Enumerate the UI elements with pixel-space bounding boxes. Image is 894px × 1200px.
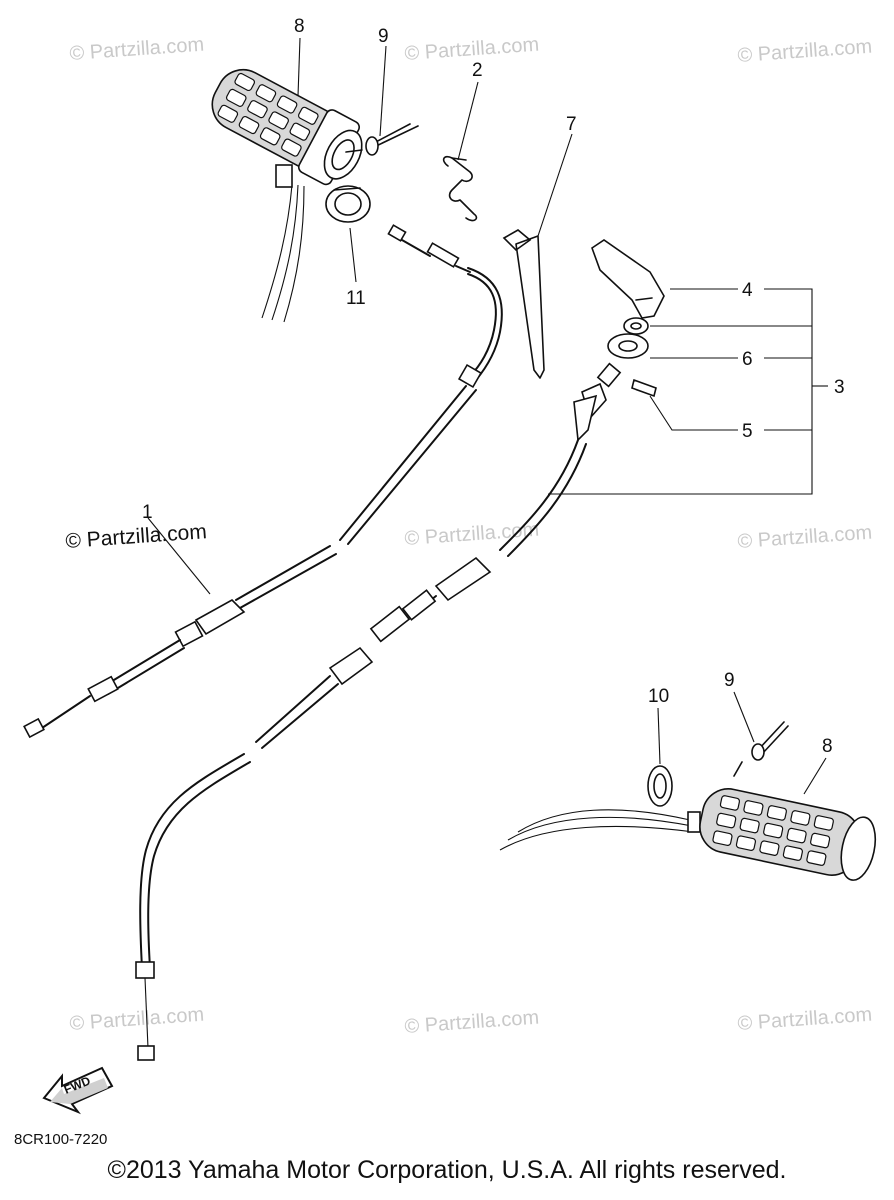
watermark: © Partzilla.com: [69, 1004, 205, 1035]
callout-8-bottom: 8: [822, 736, 833, 757]
throttle-cable-part-3: [135, 362, 622, 1061]
pin-part-5: [631, 378, 657, 398]
callout-labels: 8 9 2 7 11 4 6 3 5 1 10 9 8: [142, 16, 845, 757]
watermark: © Partzilla.com: [69, 34, 205, 65]
callout-2: 2: [472, 60, 483, 81]
callout-3: 3: [834, 377, 845, 398]
watermark: © Partzilla.com: [737, 522, 873, 553]
copyright-notice: ©2013 Yamaha Motor Corporation, U.S.A. A…: [107, 1156, 787, 1184]
leader-lines: [147, 37, 828, 795]
diagram-code: 8CR100-7220: [14, 1131, 107, 1148]
screw-part-9-bottom: [733, 721, 789, 777]
washer-part-6: [607, 317, 649, 359]
callout-5: 5: [742, 421, 753, 442]
cable-tie-part-7: [502, 229, 545, 379]
callout-9-bottom: 9: [724, 670, 735, 691]
grip-left-part-8: [211, 69, 363, 323]
callout-4: 4: [742, 280, 753, 301]
watermark: © Partzilla.com: [737, 1004, 873, 1035]
callout-8-top: 8: [294, 16, 305, 37]
screw-part-9-top: [345, 123, 419, 156]
throttle-lever-part-4: [591, 239, 665, 319]
callout-9-top: 9: [378, 26, 389, 47]
callout-7: 7: [566, 114, 577, 135]
callout-10: 10: [648, 686, 669, 707]
clip-part-2: [442, 155, 478, 222]
watermark: © Partzilla.com: [65, 520, 208, 553]
watermark: © Partzilla.com: [737, 36, 873, 67]
callout-6: 6: [742, 349, 753, 370]
callout-11: 11: [346, 288, 366, 309]
collar-part-11: [325, 185, 371, 223]
callout-1: 1: [142, 502, 153, 523]
forward-arrow-icon: FWD: [42, 1066, 114, 1115]
grip-right-part-8: [499, 788, 877, 881]
throttle-cable-part-1: [23, 224, 503, 739]
watermarks: © Partzilla.com © Partzilla.com © Partzi…: [65, 34, 873, 1038]
watermark: © Partzilla.com: [404, 1007, 540, 1038]
ring-part-10: [647, 765, 673, 807]
